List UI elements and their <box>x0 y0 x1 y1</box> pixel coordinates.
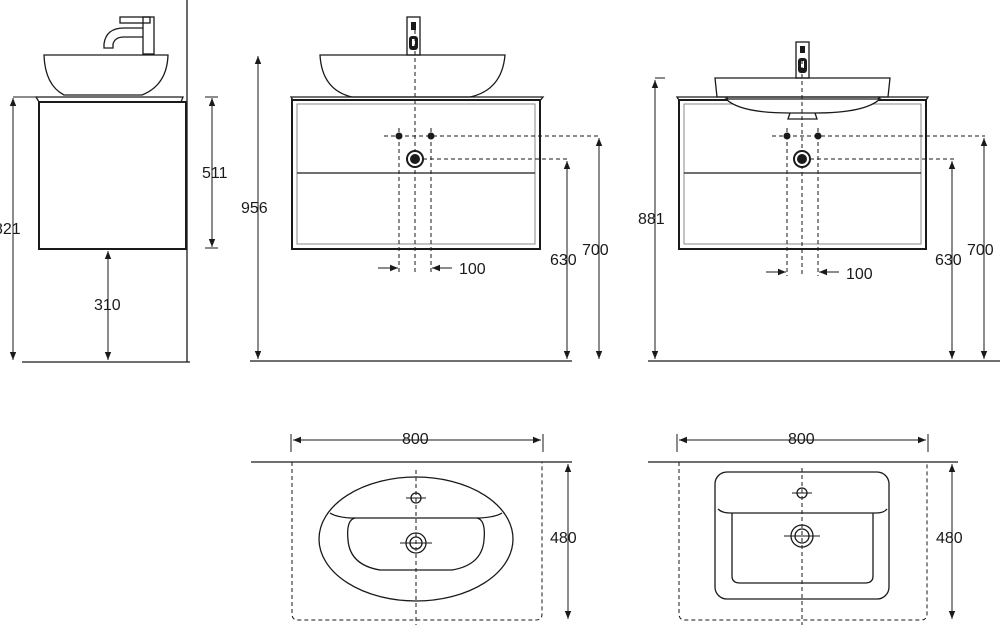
cabinet-outline-plan <box>291 462 543 621</box>
dim-front-vessel-total-label: 956 <box>241 200 268 217</box>
dim-plan-oval-width-label: 800 <box>402 431 429 448</box>
vessel-basin-front <box>319 54 506 98</box>
dim-plan-rect-width-label: 800 <box>788 431 815 448</box>
faucet-icon <box>103 16 155 55</box>
front-view-vessel: 956 630 700 100 <box>241 16 609 362</box>
dim-side-gap-label: 310 <box>94 297 121 314</box>
dim-plan-oval-depth-label: 480 <box>550 530 577 547</box>
drain-icon <box>406 150 424 168</box>
dim-front-integrated-drain-label: 630 <box>935 252 962 269</box>
dim-side-cabinet-label: 511 <box>202 165 228 182</box>
faucet-icon <box>406 16 421 56</box>
cabinet-side <box>38 101 187 250</box>
faucet-icon <box>795 41 810 79</box>
dim-front-integrated-tap-label: 100 <box>846 266 873 283</box>
plan-view-rect: 800 480 <box>648 431 963 625</box>
front-view-integrated: 881 630 700 100 <box>638 41 1000 362</box>
dim-front-integrated-top-label: 700 <box>967 242 994 259</box>
vessel-basin-side <box>43 54 169 96</box>
dim-plan-rect-depth-label: 480 <box>936 530 963 547</box>
dim-front-integrated-total-label: 881 <box>638 211 665 228</box>
dim-side-total-label: 821 <box>0 221 21 238</box>
plan-view-oval: 800 480 <box>251 431 577 625</box>
dim-front-vessel-tap-label: 100 <box>459 261 486 278</box>
integrated-basin-rim <box>714 77 891 98</box>
drain-icon <box>784 524 820 548</box>
cabinet-front <box>291 99 541 250</box>
dim-front-vessel-drain-label: 630 <box>550 252 577 269</box>
dim-front-vessel-top-label: 700 <box>582 242 609 259</box>
drain-icon <box>793 150 811 168</box>
cabinet-outline-plan-2 <box>678 462 928 621</box>
side-view: 821 511 310 <box>0 0 228 363</box>
